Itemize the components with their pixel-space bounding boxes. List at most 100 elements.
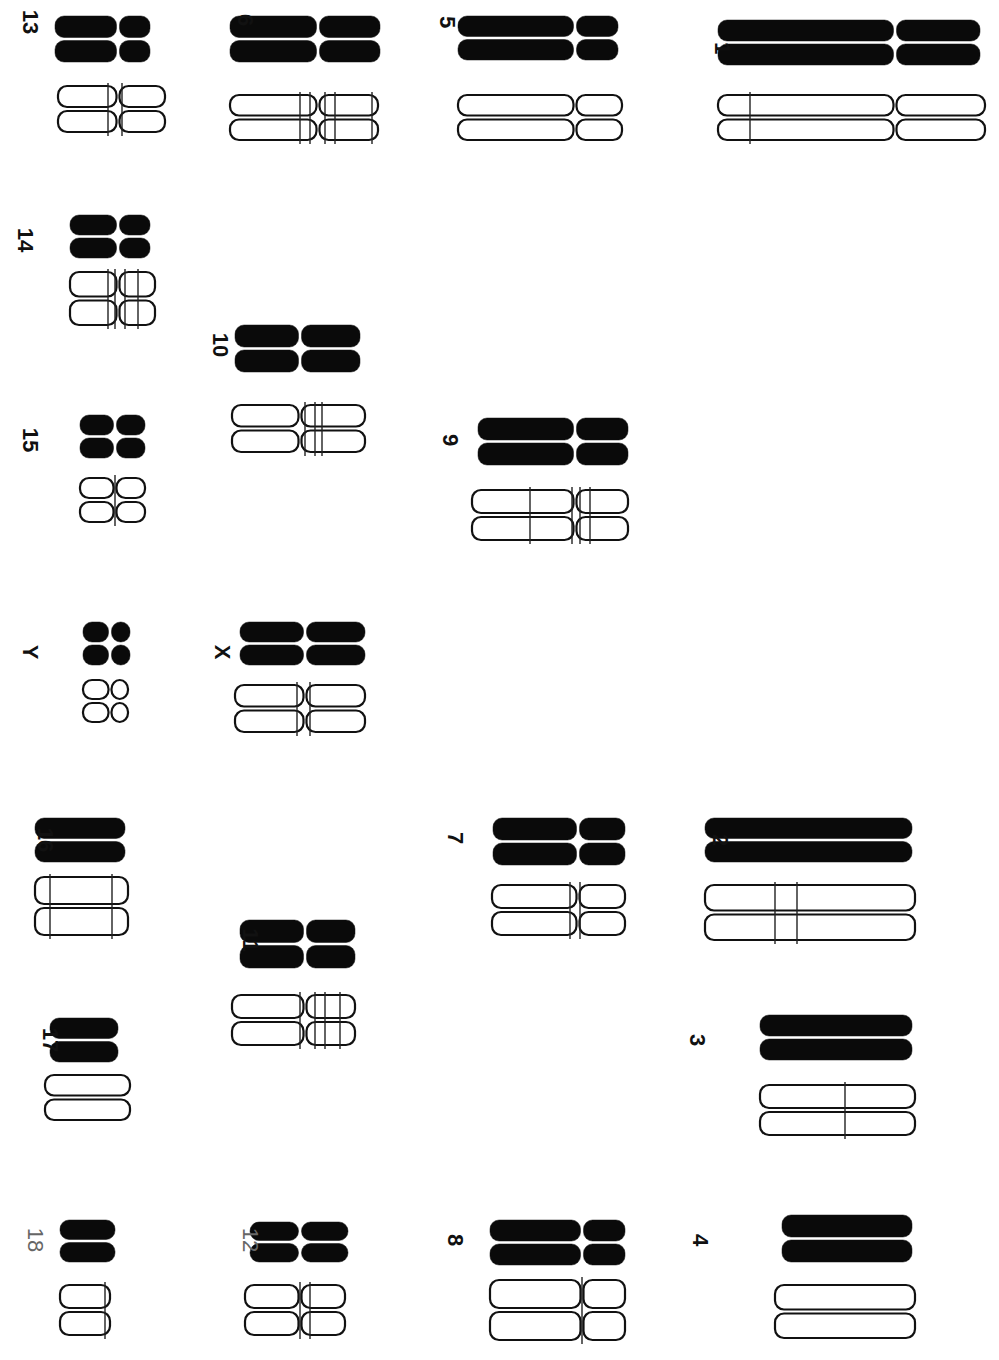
chromatid-outline	[490, 1312, 581, 1340]
chromatid-solid	[458, 40, 574, 61]
band-line	[529, 487, 530, 544]
band-line	[299, 992, 300, 1049]
chromatid-outline	[577, 120, 623, 141]
chromatid-solid	[580, 843, 626, 865]
band-line	[371, 92, 372, 144]
band-line	[324, 92, 325, 144]
chromatid-outline	[230, 95, 317, 116]
chromatid-outline	[302, 1312, 346, 1335]
chromatid-solid	[705, 842, 912, 863]
chromosome-number: 11	[239, 928, 261, 951]
chromatid-solid	[120, 41, 151, 63]
band-line	[581, 1277, 582, 1344]
chromatid-solid	[302, 1222, 349, 1241]
band-line	[309, 1282, 310, 1339]
chromatid-solid	[83, 645, 109, 665]
band-line	[309, 92, 310, 144]
chromatid-solid	[60, 1243, 115, 1263]
chromatid-solid	[235, 325, 299, 347]
chromatid-solid	[117, 415, 146, 435]
chromatid-outline	[320, 95, 379, 116]
chromatid-outline	[70, 301, 117, 326]
chromatid-outline	[580, 885, 626, 908]
chromosome-number: Y	[19, 645, 41, 660]
band-line	[324, 992, 325, 1049]
chromosome-number: 1	[711, 42, 733, 54]
chromatid-solid	[897, 44, 981, 65]
chromatid-outline	[472, 490, 574, 513]
band-line	[299, 1282, 300, 1339]
chromatid-solid	[55, 41, 117, 63]
chromatid-outline	[235, 685, 304, 707]
chromatid-solid	[493, 818, 577, 840]
chromatid-outline	[584, 1280, 626, 1308]
chromatid-outline	[70, 272, 117, 297]
band-line	[579, 882, 580, 939]
chromatid-outline	[718, 95, 894, 116]
chromatid-outline	[490, 1280, 581, 1308]
chromatid-solid	[458, 16, 574, 37]
chromatid-outline	[458, 120, 574, 141]
band-line	[124, 269, 125, 329]
chromatid-solid	[577, 16, 619, 37]
chromatid-solid	[120, 215, 151, 235]
band-line	[314, 402, 315, 456]
chromatid-outline	[577, 95, 623, 116]
chromatid-solid	[240, 622, 304, 642]
chromatid-solid	[60, 1220, 115, 1240]
chromosome-number: 16	[34, 828, 56, 852]
band-line	[114, 475, 115, 526]
chromatid-solid	[490, 1220, 581, 1241]
chromatid-outline	[760, 1112, 915, 1135]
chromatid-outline	[235, 711, 304, 733]
chromatid-outline	[492, 912, 577, 935]
chromatid-solid	[302, 1244, 349, 1263]
chromatid-solid	[70, 215, 117, 235]
chromatid-outline	[577, 490, 629, 513]
chromosome-pair	[235, 622, 365, 736]
chromosome-number: 8	[444, 1234, 466, 1246]
chromatid-outline	[307, 1022, 356, 1045]
chromatid-outline	[245, 1285, 299, 1308]
chromatid-outline	[897, 95, 986, 116]
chromosome-pair	[775, 1215, 915, 1338]
chromatid-solid	[307, 946, 356, 969]
band-line	[137, 269, 138, 329]
chromatid-solid	[80, 415, 114, 435]
band-line	[321, 402, 322, 456]
chromosome-pair	[232, 325, 365, 456]
chromatid-outline	[35, 877, 128, 904]
chromosome-pair	[55, 16, 165, 136]
band-line	[589, 487, 590, 544]
chromatid-solid	[70, 238, 117, 258]
band-line	[339, 992, 340, 1049]
band-line	[334, 92, 335, 144]
chromatid-outline	[775, 1314, 915, 1339]
chromosome-number: 2	[709, 834, 731, 846]
chromosome-pair	[70, 215, 155, 329]
band-line	[104, 1282, 105, 1339]
chromatid-solid	[83, 622, 109, 642]
band-line	[49, 874, 50, 939]
chromosome-number: 18	[24, 1228, 46, 1252]
chromosome-pair	[35, 818, 128, 939]
chromosome-number: 12	[239, 1228, 261, 1252]
band-line	[844, 1082, 845, 1139]
chromatid-solid	[120, 238, 151, 258]
chromatid-solid	[705, 818, 912, 839]
band-line	[314, 992, 315, 1049]
chromatid-solid	[478, 443, 574, 465]
chromatid-solid	[760, 1039, 912, 1060]
chromatid-solid	[897, 20, 981, 41]
chromatid-outline	[112, 703, 129, 722]
chromatid-outline	[112, 680, 129, 699]
chromatid-outline	[302, 405, 366, 427]
chromatid-outline	[120, 86, 166, 107]
band-line	[296, 682, 297, 736]
chromatid-outline	[117, 478, 146, 498]
chromatid-solid	[490, 1244, 581, 1265]
band-line	[309, 682, 310, 736]
band-line	[121, 83, 122, 136]
chromatid-outline	[897, 120, 986, 141]
chromosome-pair	[705, 818, 915, 944]
